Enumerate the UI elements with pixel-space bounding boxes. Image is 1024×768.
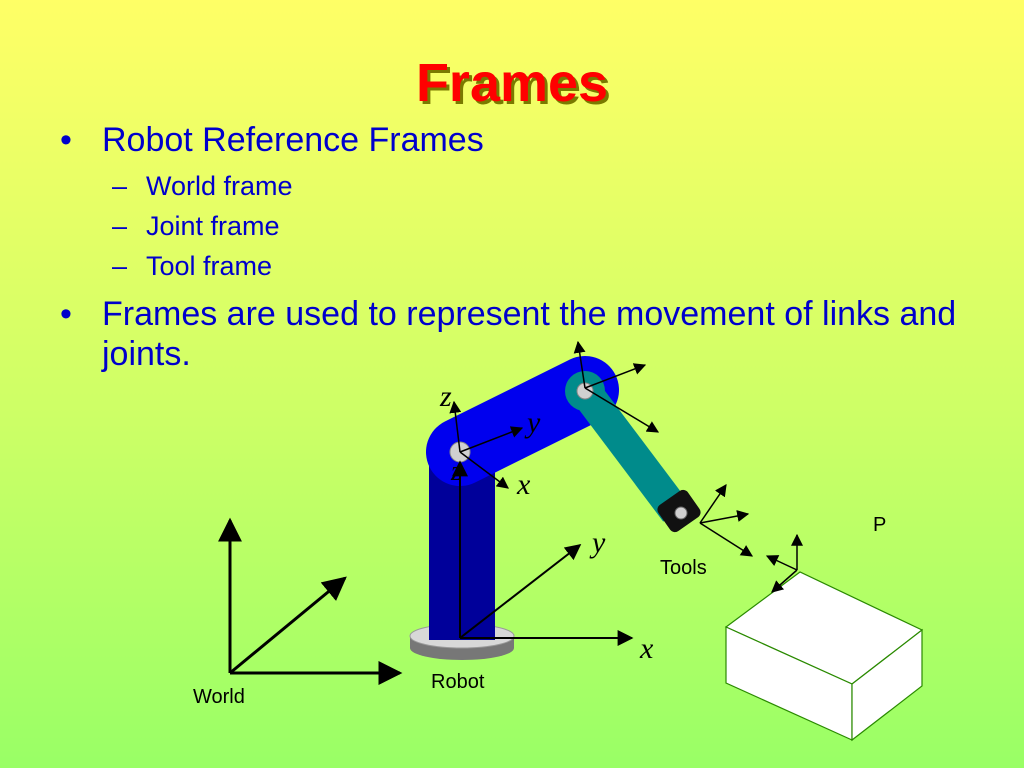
tool-frame [699,484,754,557]
bullet-frames-movement: • Frames are used to represent the movem… [60,294,960,374]
axis-label-z-top: z [439,380,452,413]
robot-y-axis [459,544,582,639]
bullet-text: Robot Reference Frames [102,121,484,159]
shoulder-frame [449,400,524,489]
part-box [724,571,924,742]
bullet-icon: • [60,295,72,333]
dash-icon: – [112,251,128,281]
dash-icon: – [112,171,128,201]
slide-title: Frames [415,53,609,113]
robot-forearm [572,381,689,522]
bullet-text: Frames are used to represent the movemen… [102,295,957,373]
sub-bullet-text: Tool frame [146,251,273,281]
elbow-frame [573,340,660,433]
robot-upper-link [426,356,619,486]
axis-label-z-mid: z [450,456,462,487]
axis-label-y-base: y [589,526,606,559]
part-frame [765,533,803,593]
dash-icon: – [112,211,128,241]
sub-bullet-text: Joint frame [146,211,280,241]
world-label: World [193,686,245,708]
sub-bullet-text: World frame [146,171,293,201]
axis-label-x-base: x [639,632,654,665]
world-frame [218,517,403,685]
axis-label-x-mid: x [516,468,531,501]
gripper [657,489,701,533]
sub-bullet-world-frame: – World frame [60,166,960,206]
p-label: P [873,514,887,536]
sub-bullet-tool-frame: – Tool frame [60,246,960,286]
tools-label: Tools [660,557,707,579]
bullet-list: • Robot Reference Frames – World frame –… [60,120,960,380]
world-y-axis [229,576,347,675]
axis-label-y-top: y [524,406,541,439]
sub-bullet-joint-frame: – Joint frame [60,206,960,246]
bullet-icon: • [60,121,72,159]
bullet-robot-reference-frames: • Robot Reference Frames [60,120,960,160]
robot-base-frame [452,460,634,646]
robot-label: Robot [431,671,485,693]
